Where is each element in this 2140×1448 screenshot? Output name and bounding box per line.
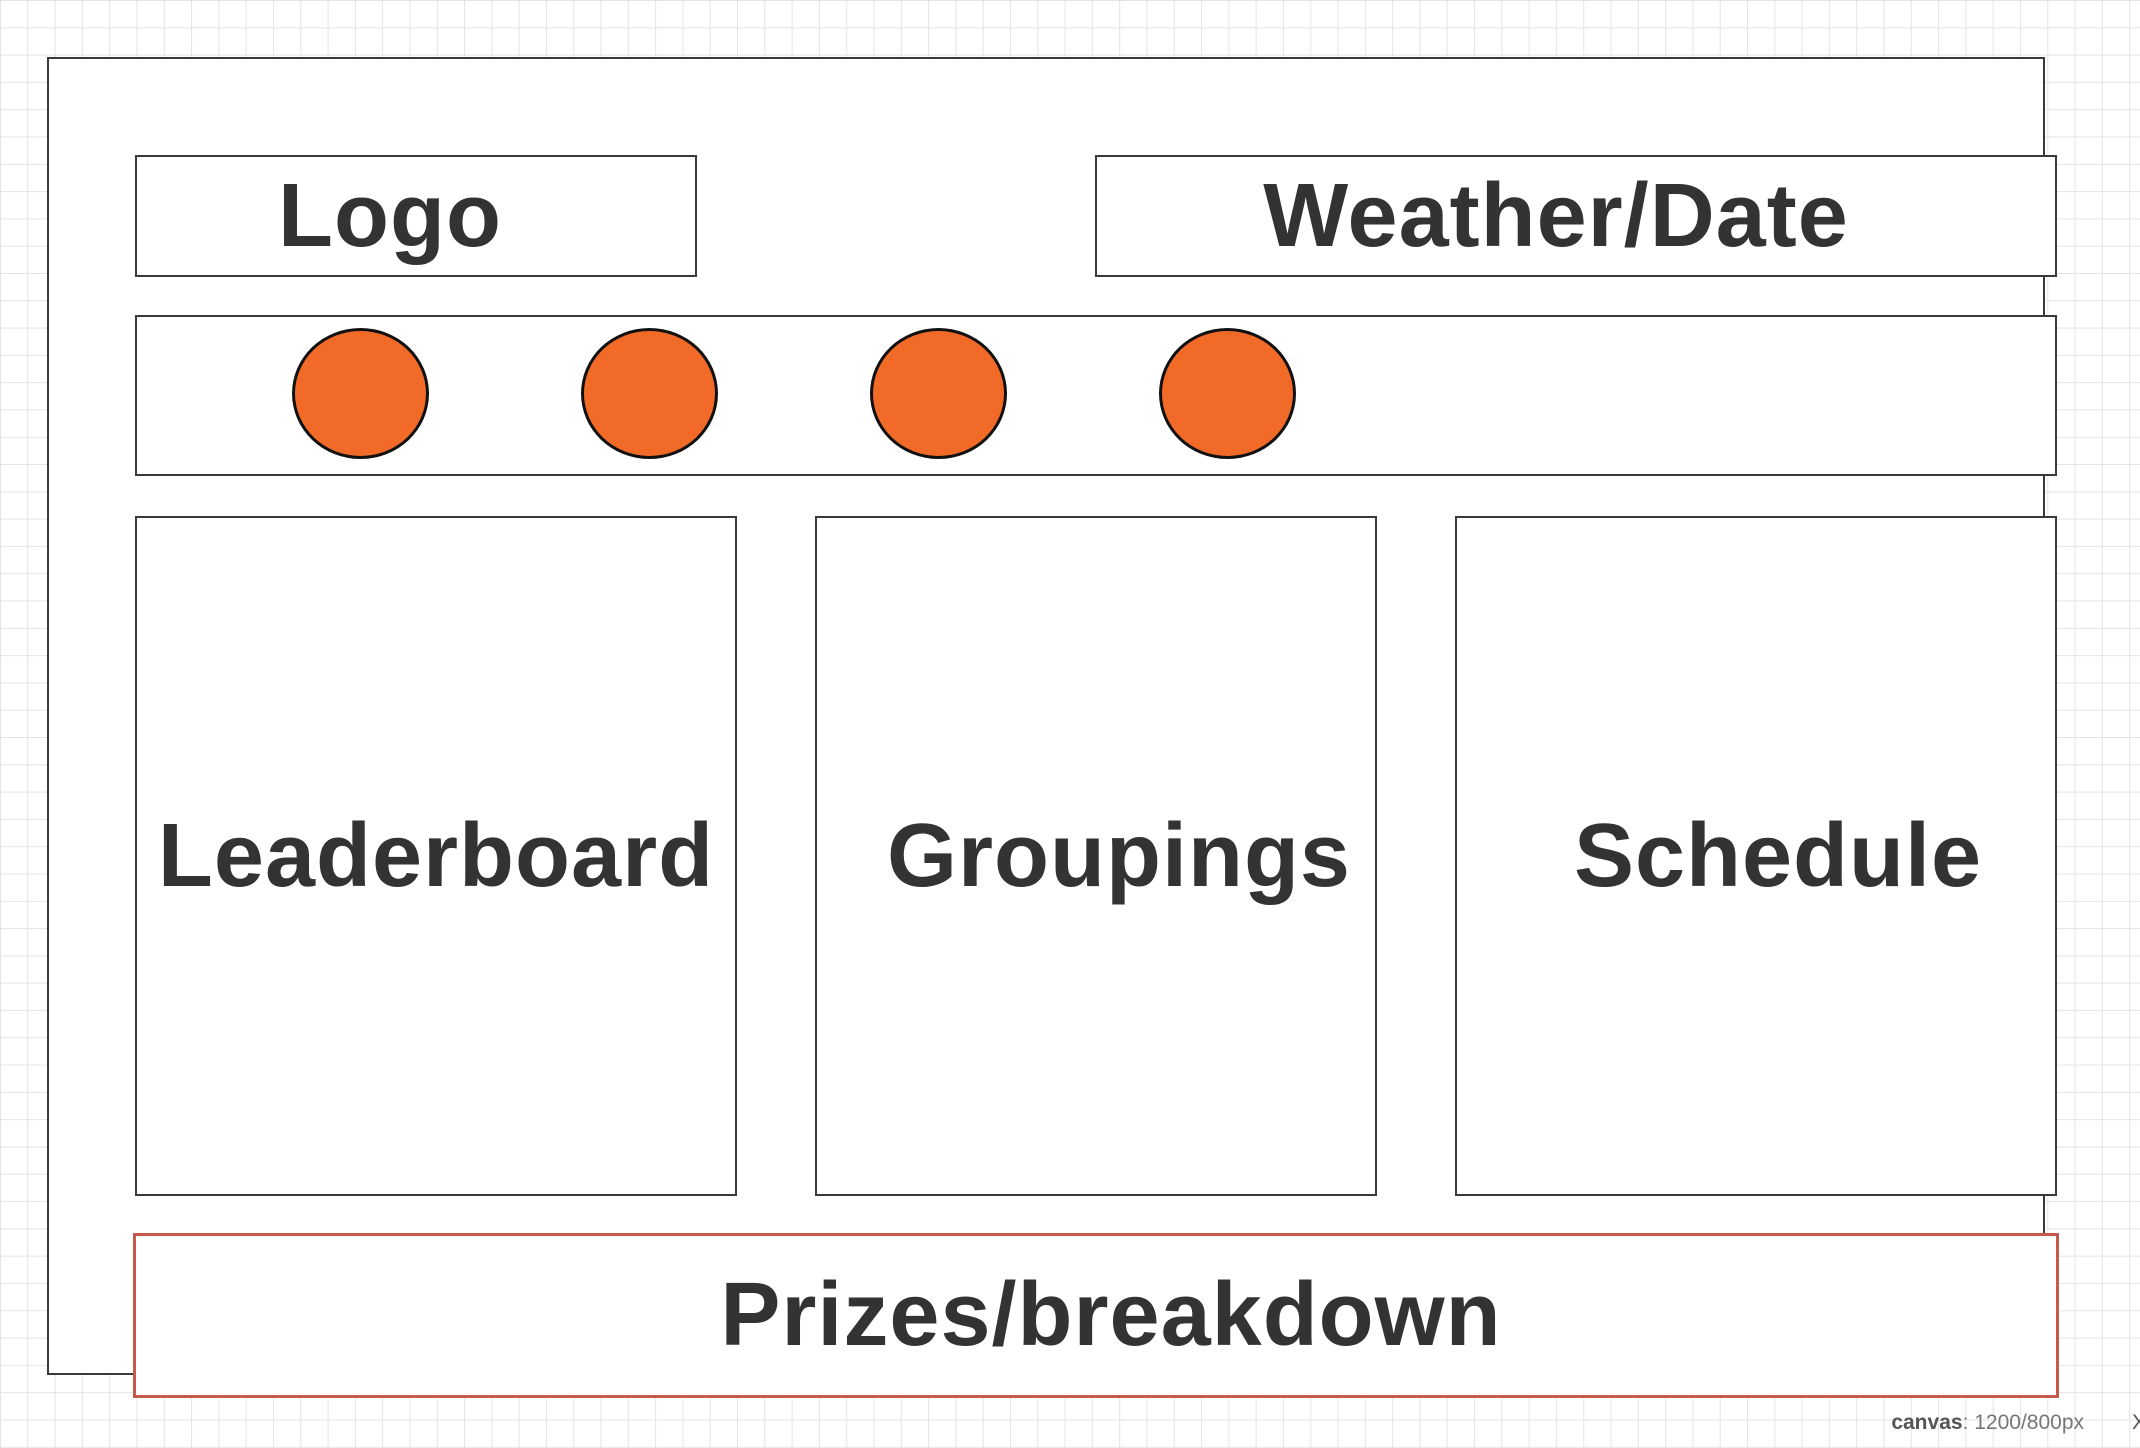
nav-bar — [135, 315, 2057, 476]
groupings-panel[interactable]: Groupings — [815, 516, 1377, 1196]
nav-dot-4[interactable] — [1159, 328, 1296, 459]
logo-box[interactable]: Logo — [135, 155, 697, 277]
weather-date-box[interactable]: Weather/Date — [1095, 155, 2057, 277]
weather-date-label: Weather/Date — [1263, 165, 1849, 266]
nav-dot-1[interactable] — [292, 328, 429, 459]
close-icon[interactable]: X — [2131, 1411, 2140, 1434]
logo-label: Logo — [278, 165, 502, 266]
groupings-label: Groupings — [887, 805, 1351, 906]
schedule-label: Schedule — [1573, 805, 1983, 906]
wireframe-frame: Logo Weather/Date Leaderboard Groupings … — [47, 57, 2059, 1398]
nav-dot-3[interactable] — [870, 328, 1007, 459]
prizes-breakdown-label: Prizes/breakdown — [720, 1265, 1502, 1365]
schedule-panel[interactable]: Schedule — [1455, 516, 2057, 1196]
canvas-size-key: canvas — [1891, 1411, 1963, 1434]
canvas-size-readout: canvas: 1200/800px — [1891, 1411, 2084, 1435]
canvas-size-value: : 1200/800px — [1962, 1411, 2084, 1434]
leaderboard-label: Leaderboard — [157, 805, 715, 906]
nav-dot-2[interactable] — [581, 328, 718, 459]
leaderboard-panel[interactable]: Leaderboard — [135, 516, 737, 1196]
prizes-breakdown-box[interactable]: Prizes/breakdown — [133, 1233, 2059, 1398]
